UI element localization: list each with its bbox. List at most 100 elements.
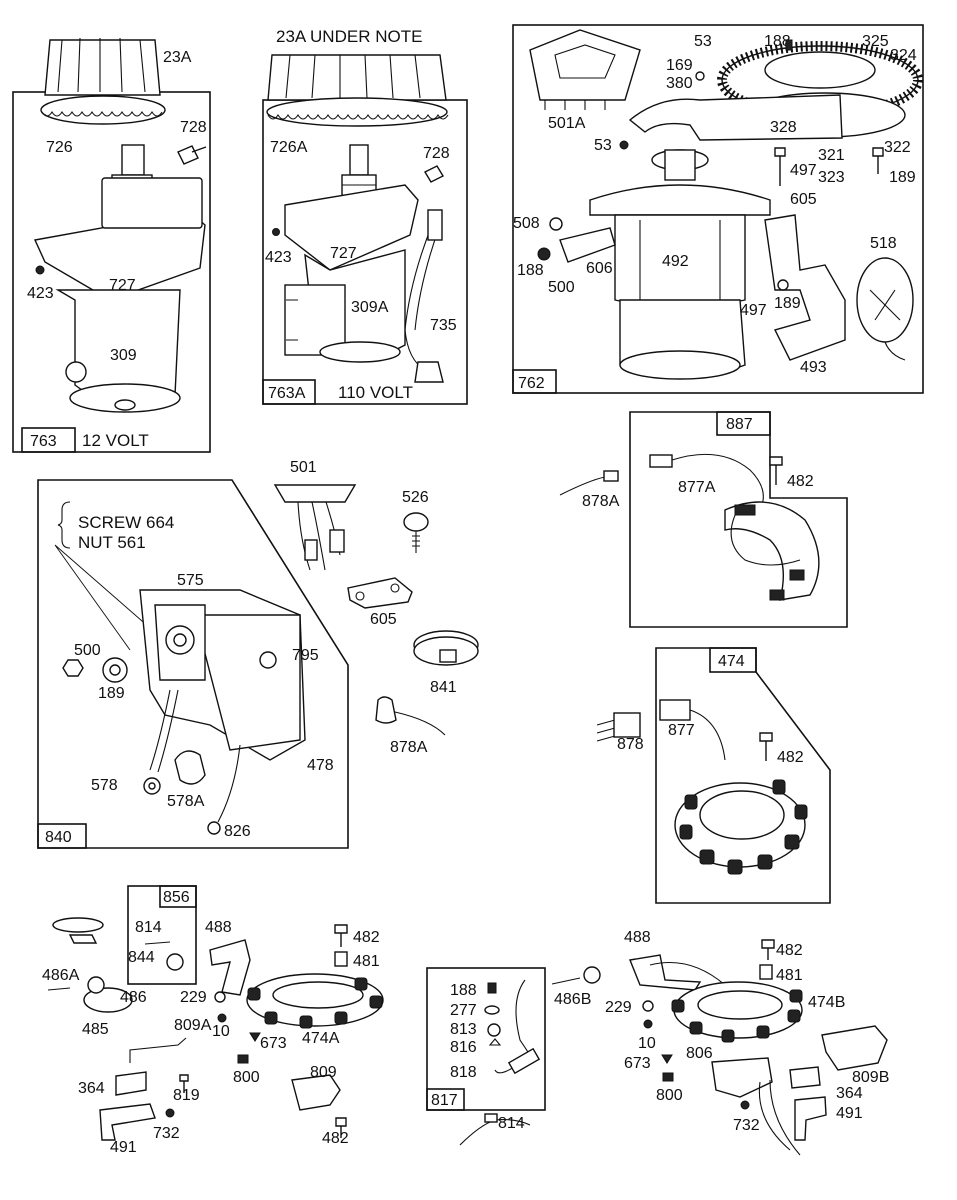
connector-878a [375,696,446,736]
washer-189c [777,279,789,291]
screw-526 [403,512,429,553]
label-795: 795 [292,647,319,664]
grommet-844 [166,953,184,971]
label-493: 493 [800,359,827,376]
label-809a: 809A [174,1017,212,1034]
section-840-number-box [37,823,87,849]
nut-508 [549,217,563,231]
washer-277 [484,1005,500,1015]
bolt-188a [785,39,793,51]
label-229: 229 [180,989,207,1006]
bolt-482-474 [759,732,773,761]
nut-10b [643,1019,653,1029]
label-826: 826 [224,823,251,840]
wire-806 [758,1079,801,1156]
rectifier-501 [273,484,357,571]
starter-motor-309 [33,144,206,413]
label-321: 321 [818,147,845,164]
label-605b: 605 [370,611,397,628]
label-189d: 189 [98,685,125,702]
section-763a-caption: 110 VOLT [338,383,413,402]
section-474-number-box [709,647,757,673]
label-188a: 188 [764,33,791,50]
bushing-486b [583,966,601,984]
section-887-number-box [716,411,771,436]
stator-474 [674,779,808,875]
stator-474a [246,973,384,1029]
label-578: 578 [91,777,118,794]
label-735: 735 [430,317,457,334]
label-485: 485 [82,1021,109,1038]
label-813: 813 [450,1021,477,1038]
bracket-491b [794,1096,827,1141]
label-491b: 491 [836,1105,863,1122]
bracket-493 [764,214,846,361]
screw-673 [249,1032,261,1042]
label-423b: 423 [265,249,292,266]
section-763: 763 12 VOLT 23A 726 728 727 423 309 [12,37,211,453]
label-53a: 53 [694,33,712,50]
label-486: 486 [120,989,147,1006]
label-877: 877 [668,722,695,739]
bracket-488b [629,954,702,991]
label-732: 732 [153,1125,180,1142]
terminal-826 [207,821,221,835]
section-474b: 488 482 481 486B 229 10 474B 806 [551,929,889,1156]
wire-809a [129,1037,187,1063]
section-817-frame [426,967,546,1111]
alternator-877a [649,453,820,601]
label-10b: 10 [638,1035,656,1052]
label-492: 492 [662,253,689,270]
label-728b: 728 [423,145,450,162]
flywheel-screen-726a [266,54,449,127]
note-screw-664: SCREW 664 [78,513,174,532]
label-726a: 726A [270,139,308,156]
label-474a: 474A [302,1030,340,1047]
label-277: 277 [450,1002,477,1019]
label-800: 800 [233,1069,260,1086]
section-763a-number-box [262,379,316,405]
label-816: 816 [450,1039,477,1056]
label-818: 818 [450,1064,477,1081]
screw-728 [177,145,207,165]
belt-518 [856,257,914,361]
label-474b: 474B [808,994,845,1011]
label-500b: 500 [74,642,101,659]
section-887-number: 887 [726,416,753,433]
label-325: 325 [862,33,889,50]
label-23a: 23A [163,49,192,66]
starter-motor-309a [284,144,419,363]
boot-578a [174,750,206,785]
section-474: 474 878 877 482 [596,647,831,904]
label-814-817: 814 [498,1115,525,1132]
strap-605 [347,577,413,609]
label-673b: 673 [624,1055,651,1072]
screw-819 [179,1074,189,1093]
spacer-481b [759,964,773,980]
label-323: 323 [818,169,845,186]
label-481-856: 481 [353,953,380,970]
nut-53b [619,140,629,150]
generator-492 [589,149,771,380]
label-673: 673 [260,1035,287,1052]
section-817: 817 188 277 813 816 818 814 [426,967,546,1146]
spacer-481 [334,951,348,967]
label-322: 322 [884,139,911,156]
note-brace [57,501,71,549]
label-508: 508 [513,215,540,232]
label-486b: 486B [554,991,591,1008]
label-518: 518 [870,235,897,252]
label-578a: 578A [167,793,205,810]
connector-878 [596,712,641,742]
label-364: 364 [78,1080,105,1097]
clip-816 [488,1038,502,1046]
label-500: 500 [548,279,575,296]
screw-423 [35,265,45,275]
pin-486b [551,977,581,985]
section-763a-note: 23A UNDER NOTE [276,27,422,46]
section-856-number-box [159,885,197,908]
label-481b: 481 [776,967,803,984]
loose-parts: 501 526 605 841 878A [273,459,479,756]
